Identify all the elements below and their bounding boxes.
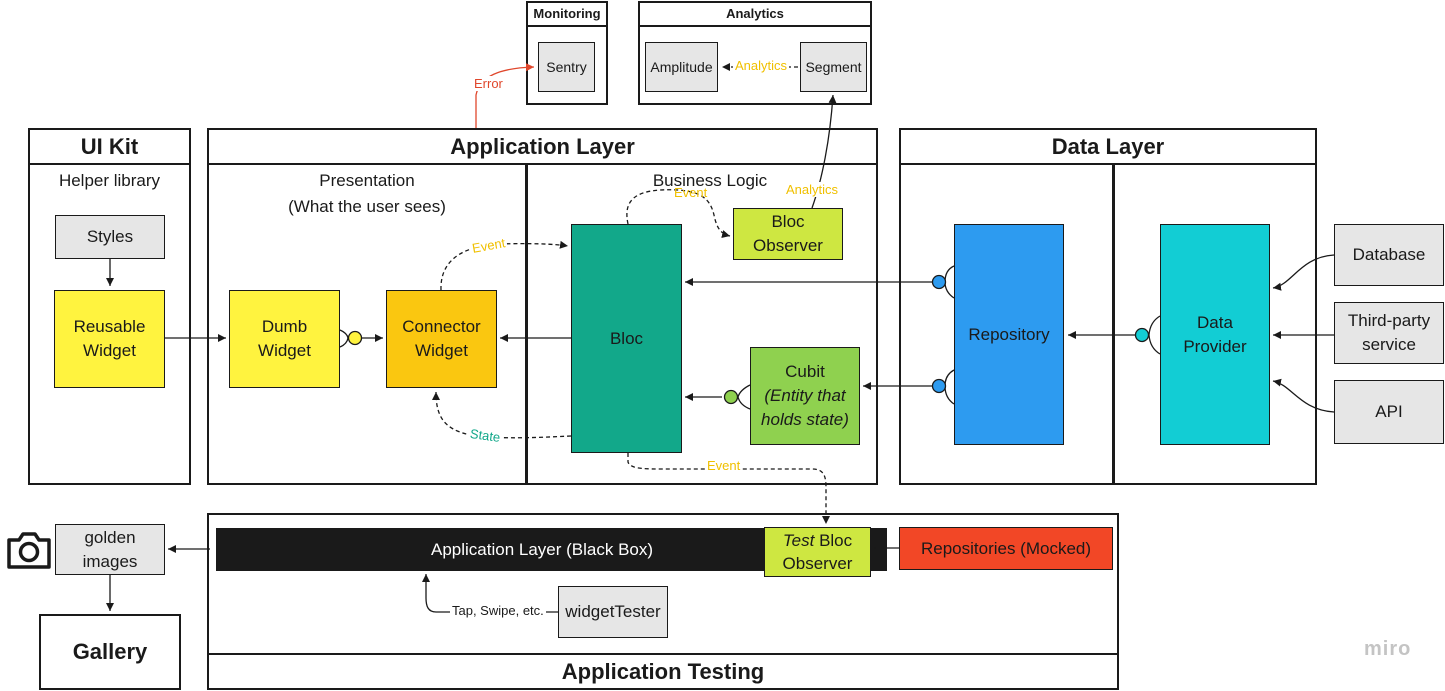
bloc-observer-node: Bloc Observer (733, 208, 843, 260)
bloc-node: Bloc (571, 224, 682, 453)
monitoring-title: Monitoring (526, 1, 608, 27)
reusable-widget-node: Reusable Widget (54, 290, 165, 388)
black-box-label: Application Layer (Black Box) (431, 539, 654, 559)
styles-node: Styles (55, 215, 165, 259)
gallery-node: Gallery (39, 614, 181, 690)
cubit-node: Cubit (Entity that holds state) (750, 347, 860, 445)
event-test-label: Event (705, 458, 743, 473)
data-provider-label: Data Provider (1183, 312, 1247, 356)
camera-icon (7, 532, 51, 569)
ui-kit-title: UI Kit (28, 128, 191, 165)
miro-watermark: miro (1364, 638, 1412, 660)
business-logic-label: Business Logic (652, 171, 768, 190)
test-word: Test (782, 531, 815, 550)
database-node: Database (1334, 224, 1444, 286)
ui-kit-subtitle: Helper library (58, 171, 161, 190)
bloc-observer-label: Bloc Observer (753, 212, 823, 255)
repositories-mocked-node: Repositories (Mocked) (899, 527, 1113, 570)
tap-swipe-label: Tap, Swipe, etc. (450, 603, 546, 618)
api-node: API (1334, 380, 1444, 444)
analytics-up-label: Analytics (784, 182, 841, 197)
analytics-arrow-label: Analytics (733, 58, 790, 73)
cubit-label: Cubit (785, 362, 825, 381)
test-bloc-observer-node: Test Bloc Observer (764, 527, 871, 577)
app-testing-title: Application Testing (207, 653, 1119, 690)
golden-images-label: golden images (82, 527, 138, 571)
app-layer-divider (525, 163, 528, 485)
cubit-note: (Entity that holds state) (761, 386, 849, 429)
app-layer-title: Application Layer (207, 128, 878, 165)
event-observer-label: Event (674, 185, 708, 200)
sentry-node: Sentry (538, 42, 595, 92)
test-bloc-observer-label: Bloc Observer (782, 531, 853, 573)
segment-node: Segment (800, 42, 867, 92)
connector-widget-node: Connector Widget (386, 290, 497, 388)
data-layer-title: Data Layer (899, 128, 1317, 165)
amplitude-node: Amplitude (645, 42, 718, 92)
error-label: Error (472, 76, 505, 91)
analytics-title: Analytics (638, 1, 872, 27)
repository-node: Repository (954, 224, 1064, 445)
connector-widget-label: Connector Widget (402, 317, 481, 360)
third-party-node: Third-party service (1334, 302, 1444, 364)
dumb-widget-node: Dumb Widget (229, 290, 340, 388)
presentation-label: Presentation (What the user sees) (288, 171, 446, 216)
data-provider-node: Data Provider (1160, 224, 1270, 445)
data-layer-divider (1112, 163, 1115, 485)
reusable-widget-label: Reusable Widget (73, 317, 146, 360)
dumb-widget-label: Dumb Widget (258, 317, 311, 360)
widget-tester-node: widgetTester (558, 586, 668, 638)
third-party-label: Third-party service (1347, 311, 1431, 354)
golden-images-node: golden images (55, 524, 165, 575)
